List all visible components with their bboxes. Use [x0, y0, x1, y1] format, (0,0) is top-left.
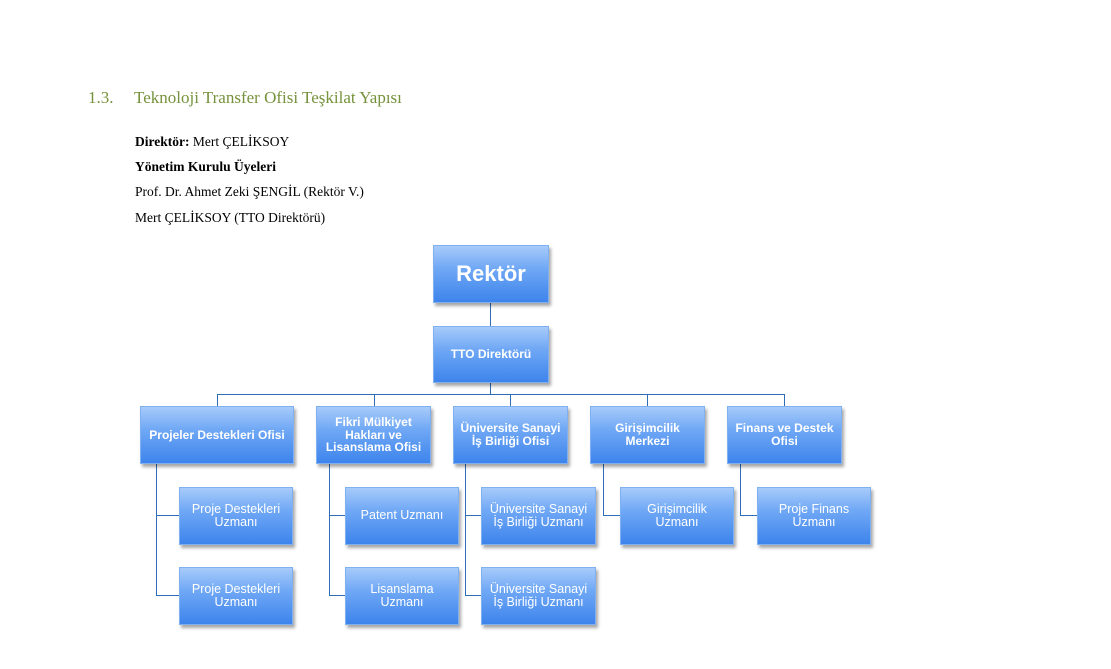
- section-title: Teknoloji Transfer Ofisi Teşkilat Yapısı: [134, 88, 402, 107]
- connector: [217, 394, 218, 406]
- org-node-office: Finans ve Destek Ofisi: [727, 406, 842, 464]
- connector: [603, 464, 604, 516]
- connector: [603, 515, 620, 516]
- board-member: Mert ÇELİKSOY (TTO Direktörü): [135, 210, 326, 225]
- connector: [784, 394, 785, 406]
- org-node-staff: Üniversite Sanayi İş Birliği Uzmanı: [481, 567, 596, 625]
- connector: [490, 303, 491, 326]
- connector: [740, 515, 757, 516]
- connector: [329, 515, 345, 516]
- org-node-director: TTO Direktörü: [433, 326, 549, 383]
- connector: [329, 464, 330, 596]
- org-node-staff: Girişimcilik Uzmanı: [620, 487, 734, 545]
- connector: [329, 595, 345, 596]
- connector: [490, 383, 491, 395]
- connector: [465, 515, 481, 516]
- org-node-office: Projeler Destekleri Ofisi: [140, 406, 294, 464]
- connector: [647, 394, 648, 406]
- connector: [465, 464, 466, 596]
- director-label: Direktör:: [135, 134, 190, 149]
- connector: [217, 394, 785, 395]
- org-node-staff: Proje Destekleri Uzmanı: [179, 487, 293, 545]
- org-node-rector: Rektör: [433, 245, 549, 303]
- org-node-office: Fikri Mülkiyet Hakları ve Lisanslama Ofi…: [316, 406, 431, 464]
- org-node-office: Üniversite Sanayi İş Birliği Ofisi: [453, 406, 568, 464]
- connector: [374, 394, 375, 406]
- connector: [740, 464, 741, 516]
- org-node-office: Girişimcilik Merkezi: [590, 406, 705, 464]
- section-heading: 1.3. Teknoloji Transfer Ofisi Teşkilat Ya…: [88, 88, 402, 108]
- connector: [510, 394, 511, 406]
- board-member: Prof. Dr. Ahmet Zeki ŞENGİL (Rektör V.): [135, 184, 364, 199]
- org-node-staff: Patent Uzmanı: [345, 487, 459, 545]
- director-name: Mert ÇELİKSOY: [189, 134, 290, 149]
- section-number: 1.3.: [88, 88, 114, 107]
- connector: [156, 464, 157, 596]
- connector: [156, 515, 179, 516]
- org-node-staff: Proje Finans Uzmanı: [757, 487, 871, 545]
- director-line: Direktör: Mert ÇELİKSOY: [135, 134, 289, 150]
- org-node-staff: Lisanslama Uzmanı: [345, 567, 459, 625]
- board-title: Yönetim Kurulu Üyeleri: [135, 159, 276, 174]
- org-node-staff: Proje Destekleri Uzmanı: [179, 567, 293, 625]
- connector: [465, 595, 481, 596]
- connector: [156, 595, 179, 596]
- org-node-staff: Üniversite Sanayi İş Birliği Uzmanı: [481, 487, 596, 545]
